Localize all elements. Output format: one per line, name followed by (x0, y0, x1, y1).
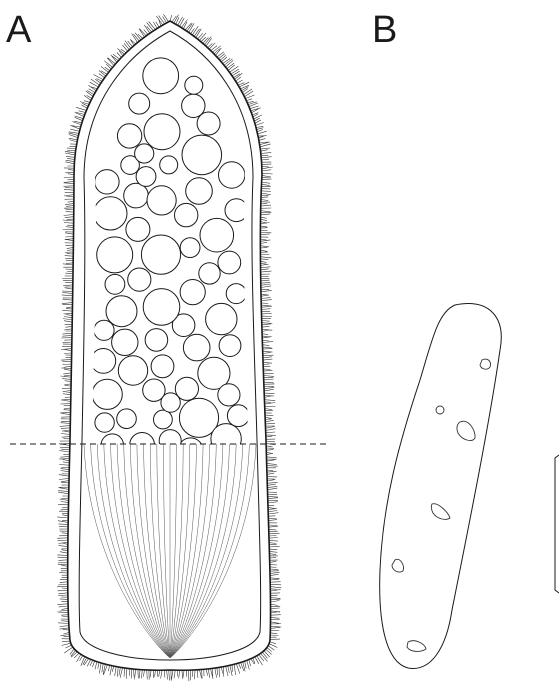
granule (211, 424, 241, 454)
granule (135, 144, 154, 163)
granule (105, 274, 125, 294)
granule (183, 334, 210, 361)
granule (143, 289, 180, 326)
meridian-line (170, 444, 197, 658)
granule (128, 268, 151, 291)
granule (144, 114, 180, 150)
granule (101, 434, 123, 456)
granule (145, 329, 168, 352)
granule (178, 438, 203, 463)
granule (199, 263, 220, 284)
granule (186, 178, 213, 205)
granule (117, 409, 137, 429)
meridian-line (144, 444, 171, 658)
inclusion-2 (436, 406, 444, 414)
granule (227, 405, 249, 427)
granule (180, 238, 200, 258)
panel-a-cell (10, 14, 328, 681)
granule-cluster (91, 58, 249, 463)
granule (112, 329, 138, 355)
inclusion-3 (457, 421, 475, 440)
granule (143, 58, 179, 94)
granule (175, 203, 198, 226)
granule (218, 251, 241, 274)
granule (94, 197, 127, 230)
inclusion-5 (392, 559, 403, 572)
granule (141, 235, 180, 274)
cilia-strokes (57, 14, 281, 681)
panel-label-b: B (372, 9, 397, 51)
inclusion-1 (480, 359, 491, 369)
meridian-line (170, 444, 249, 658)
granule (97, 237, 133, 273)
edge-partial-outline (555, 455, 559, 593)
granule (206, 303, 237, 334)
inclusion-6 (407, 641, 426, 652)
granule (95, 413, 114, 432)
granule (197, 112, 220, 135)
granule (225, 199, 248, 222)
panel-b-cell (380, 304, 559, 669)
granule (130, 433, 155, 458)
granule (118, 356, 147, 385)
granule (226, 284, 246, 304)
granule (129, 93, 150, 114)
cilia-fringe (57, 14, 281, 681)
granule (185, 76, 203, 94)
granule (117, 124, 141, 148)
cell-b-outline (380, 304, 502, 669)
granule (180, 280, 205, 305)
granule (219, 335, 241, 357)
meridian-line (170, 444, 177, 658)
meridian-lines (84, 444, 256, 658)
granule (126, 217, 150, 241)
meridian-line (97, 444, 170, 658)
meridian-line (170, 444, 243, 658)
granule (182, 135, 222, 175)
granule (219, 162, 245, 188)
meridian-line (111, 444, 171, 658)
granule (147, 186, 176, 215)
granule (92, 379, 122, 409)
granule (200, 218, 234, 252)
granule (95, 170, 119, 194)
granule (161, 393, 180, 412)
granule (218, 384, 240, 406)
granule (160, 156, 178, 174)
granule (124, 183, 149, 208)
granule (91, 349, 116, 374)
granule (151, 355, 174, 378)
meridian-line (163, 444, 170, 658)
meridian-line (91, 444, 170, 658)
granule (136, 167, 156, 187)
meridian-line (170, 444, 230, 658)
granule (154, 410, 173, 429)
panel-label-a: A (6, 9, 32, 51)
inclusion-4 (431, 504, 450, 520)
granule (94, 320, 114, 340)
